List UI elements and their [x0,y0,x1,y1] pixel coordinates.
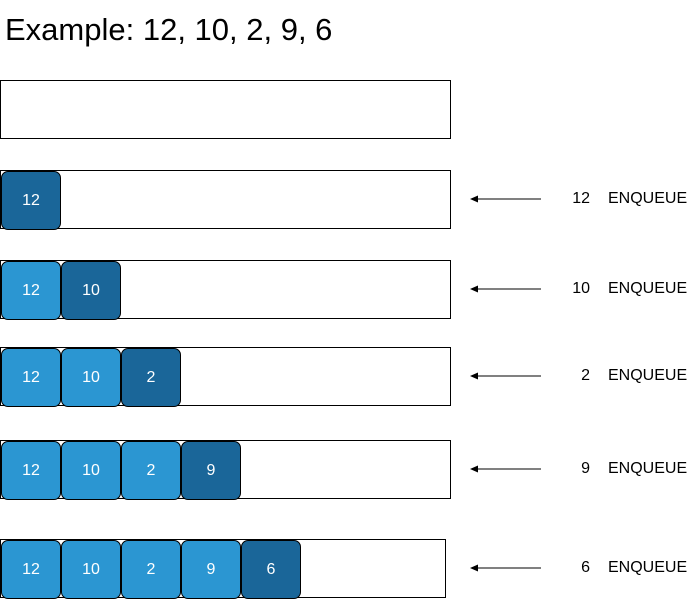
arrow-left-icon [470,372,541,380]
enqueue-value: 6 [581,559,590,576]
arrow-left-icon [470,564,541,572]
enqueue-value: 9 [581,460,590,477]
queue-cell: 2 [121,540,181,599]
enqueue-label: ENQUEUE [608,367,688,384]
enqueue-value: 10 [572,280,590,297]
enqueue-label: ENQUEUE [608,190,688,207]
queue-cell-new: 9 [181,441,241,500]
queue-container: 12 [0,170,451,230]
queue-cell: 10 [61,348,121,407]
arrow-left-icon [470,195,541,203]
arrow-left-icon [470,285,541,293]
enqueue-label: ENQUEUE [608,460,688,477]
enqueue-value: 12 [572,190,590,207]
queue-cell-new: 6 [241,540,301,599]
queue-cell: 12 [1,540,61,599]
queue-cell: 12 [1,261,61,320]
arrow-left-icon [470,465,541,473]
queue-state-row [0,80,695,140]
queue-cell: 2 [121,441,181,500]
queue-cell-new: 12 [1,171,61,230]
queue-cell: 12 [1,441,61,500]
queue-cell-new: 2 [121,348,181,407]
enqueue-value: 2 [581,367,590,384]
page-title: Example: 12, 10, 2, 9, 6 [5,12,333,47]
enqueue-label: ENQUEUE [608,559,688,576]
queue-cell-new: 10 [61,261,121,320]
queue-cell: 12 [1,348,61,407]
enqueue-label: ENQUEUE [608,280,688,297]
queue-state-row: 12 12 ENQUEUE [0,170,695,230]
queue-cell: 9 [181,540,241,599]
queue-container [0,80,451,139]
queue-cell: 10 [61,540,121,599]
queue-cell: 10 [61,441,121,500]
